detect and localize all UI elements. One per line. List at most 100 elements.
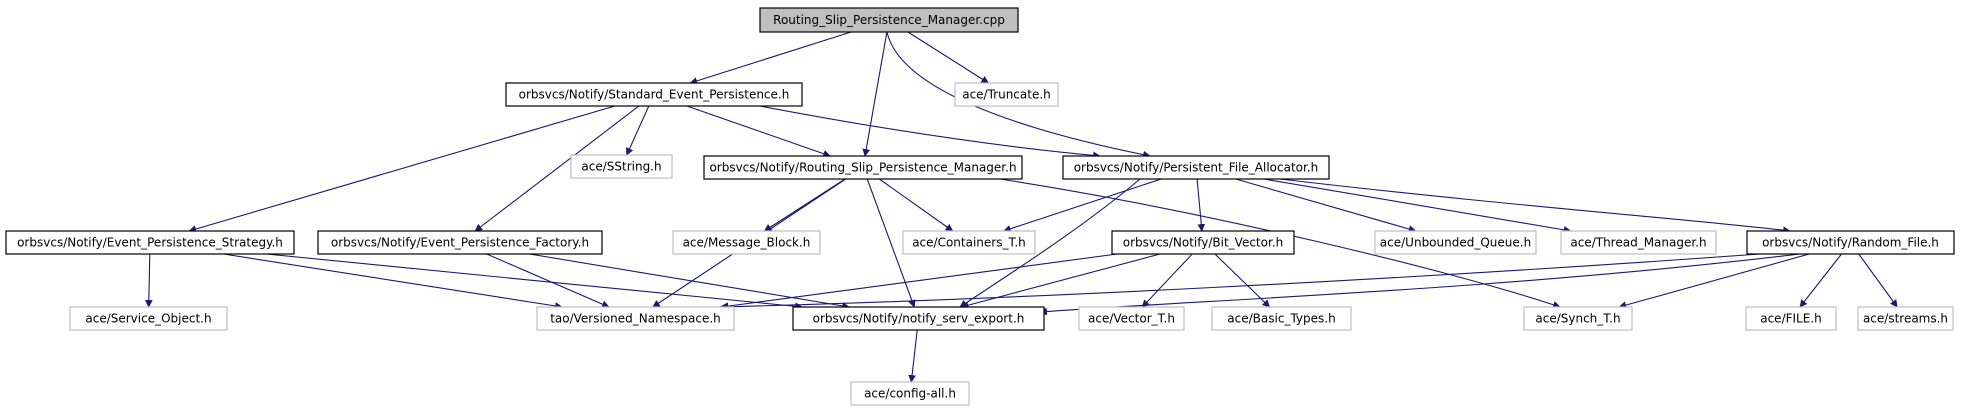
edges-layer	[144, 31, 1898, 383]
node-label: ace/config-all.h	[864, 387, 956, 401]
edge-root-to-truncate	[907, 31, 990, 84]
node-box	[1374, 230, 1537, 255]
edge-std_event-to-sstring	[626, 105, 650, 156]
edge-epf-to-nse	[529, 253, 850, 310]
node-label: ace/Message_Block.h	[683, 236, 811, 250]
node-label: ace/FILE.h	[1760, 312, 1822, 326]
edge-std_event-to-pfa	[759, 105, 1101, 160]
node-box	[5, 230, 295, 255]
node-root[interactable]: Routing_Slip_Persistence_Manager.cpp	[759, 7, 1019, 33]
node-versioned: tao/Versioned_Namespace.h	[536, 306, 735, 331]
node-synch: ace/Synch_T.h	[1523, 306, 1633, 331]
node-label: ace/Unbounded_Queue.h	[1380, 236, 1531, 250]
edge-randfile-to-file	[1799, 253, 1842, 308]
node-label: orbsvcs/Notify/Standard_Event_Persistenc…	[519, 88, 790, 102]
node-basictypes: ace/Basic_Types.h	[1211, 306, 1352, 331]
edge-randfile-to-versioned	[719, 253, 1761, 311]
node-file: ace/FILE.h	[1745, 306, 1837, 331]
node-label: ace/Service_Object.h	[85, 312, 211, 326]
node-sstring: ace/SString.h	[570, 154, 673, 179]
edge-rspm_h-to-msgblock	[763, 178, 846, 232]
node-label: orbsvcs/Notify/notify_serv_export.h	[813, 312, 1025, 326]
node-configall: ace/config-all.h	[850, 381, 970, 406]
node-threadmgr: ace/Thread_Manager.h	[1560, 230, 1717, 255]
node-label: ace/Thread_Manager.h	[1570, 236, 1706, 250]
edge-eps-to-versioned	[223, 253, 563, 310]
node-unbounded: ace/Unbounded_Queue.h	[1374, 230, 1537, 255]
node-label: tao/Versioned_Namespace.h	[550, 312, 721, 326]
edge-pfa-to-nse	[959, 178, 1141, 308]
node-label: ace/Basic_Types.h	[1227, 312, 1335, 326]
node-box	[69, 306, 228, 331]
node-box	[570, 154, 673, 179]
node-randfile[interactable]: orbsvcs/Notify/Random_File.h	[1746, 230, 1955, 255]
node-box	[1211, 306, 1352, 331]
node-box	[317, 230, 603, 255]
node-label: ace/Containers_T.h	[912, 236, 1026, 250]
node-box	[850, 381, 970, 406]
node-label: orbsvcs/Notify/Random_File.h	[1762, 236, 1939, 250]
edge-root-to-rspm_h	[862, 31, 888, 157]
node-box	[1111, 230, 1295, 255]
edge-nse-to-configall	[908, 329, 918, 383]
node-box	[1062, 155, 1330, 180]
edge-root-to-std_event	[689, 31, 852, 85]
node-box	[1746, 230, 1955, 255]
node-box	[672, 230, 821, 255]
node-box	[1523, 306, 1633, 331]
node-std_event[interactable]: orbsvcs/Notify/Standard_Event_Persistenc…	[505, 82, 803, 107]
edge-pfa-to-unbounded	[1235, 178, 1417, 233]
node-nse[interactable]: orbsvcs/Notify/notify_serv_export.h	[792, 306, 1045, 331]
edge-rspm_h-to-nse	[866, 178, 916, 308]
edge-pfa-to-threadmgr	[1263, 178, 1572, 234]
edge-eps-to-svcobj	[144, 253, 153, 308]
node-label: ace/Truncate.h	[962, 88, 1051, 102]
node-svcobj: ace/Service_Object.h	[69, 306, 228, 331]
node-label: orbsvcs/Notify/Bit_Vector.h	[1123, 236, 1283, 250]
node-box	[902, 230, 1036, 255]
edge-randfile-to-streams	[1858, 253, 1898, 308]
node-pfa[interactable]: orbsvcs/Notify/Persistent_File_Allocator…	[1062, 155, 1330, 180]
node-box	[1857, 306, 1954, 331]
node-label: orbsvcs/Notify/Persistent_File_Allocator…	[1074, 161, 1319, 175]
edge-pfa-to-containers	[1003, 178, 1162, 233]
edge-rspm_h-to-containers	[878, 178, 954, 232]
edge-eps-to-nse	[266, 253, 803, 311]
edge-std_event-to-rspm_h	[686, 105, 831, 158]
edge-randfile-to-synch	[1618, 253, 1810, 309]
node-rspm_h[interactable]: orbsvcs/Notify/Routing_Slip_Persistence_…	[703, 155, 1023, 180]
node-label: ace/streams.h	[1863, 312, 1948, 326]
node-eps[interactable]: orbsvcs/Notify/Event_Persistence_Strateg…	[5, 230, 295, 255]
edge-pfa-to-randfile	[1279, 178, 1791, 234]
node-box	[1745, 306, 1837, 331]
edge-randfile-to-nse	[1039, 253, 1801, 316]
node-label: orbsvcs/Notify/Event_Persistence_Strateg…	[17, 236, 283, 250]
node-box	[536, 306, 735, 331]
node-label: ace/SString.h	[581, 160, 661, 174]
node-box	[759, 7, 1019, 33]
node-label: ace/Vector_T.h	[1088, 312, 1175, 326]
node-containers: ace/Containers_T.h	[902, 230, 1036, 255]
edge-bitvec-to-versioned	[720, 253, 1118, 310]
node-box	[703, 155, 1023, 180]
node-epf[interactable]: orbsvcs/Notify/Event_Persistence_Factory…	[317, 230, 603, 255]
node-msgblock: ace/Message_Block.h	[672, 230, 821, 255]
node-vector: ace/Vector_T.h	[1078, 306, 1185, 331]
node-label: Routing_Slip_Persistence_Manager.cpp	[773, 13, 1005, 27]
node-box	[954, 82, 1059, 107]
edge-bitvec-to-vector	[1141, 253, 1193, 308]
node-box	[792, 306, 1045, 331]
node-streams: ace/streams.h	[1857, 306, 1954, 331]
node-label: ace/Synch_T.h	[1535, 312, 1620, 326]
node-box	[505, 82, 803, 107]
edge-rspm_h-to-synch	[999, 178, 1561, 309]
edge-std_event-to-eps	[188, 105, 615, 233]
nodes-layer: Routing_Slip_Persistence_Manager.cpporbs…	[5, 7, 1955, 406]
edge-pfa-to-bitvec	[1196, 178, 1206, 232]
node-bitvec[interactable]: orbsvcs/Notify/Bit_Vector.h	[1111, 230, 1295, 255]
edge-epf-to-versioned	[486, 253, 610, 308]
node-box	[1560, 230, 1717, 255]
node-label: orbsvcs/Notify/Routing_Slip_Persistence_…	[709, 161, 1016, 175]
node-truncate: ace/Truncate.h	[954, 82, 1059, 107]
